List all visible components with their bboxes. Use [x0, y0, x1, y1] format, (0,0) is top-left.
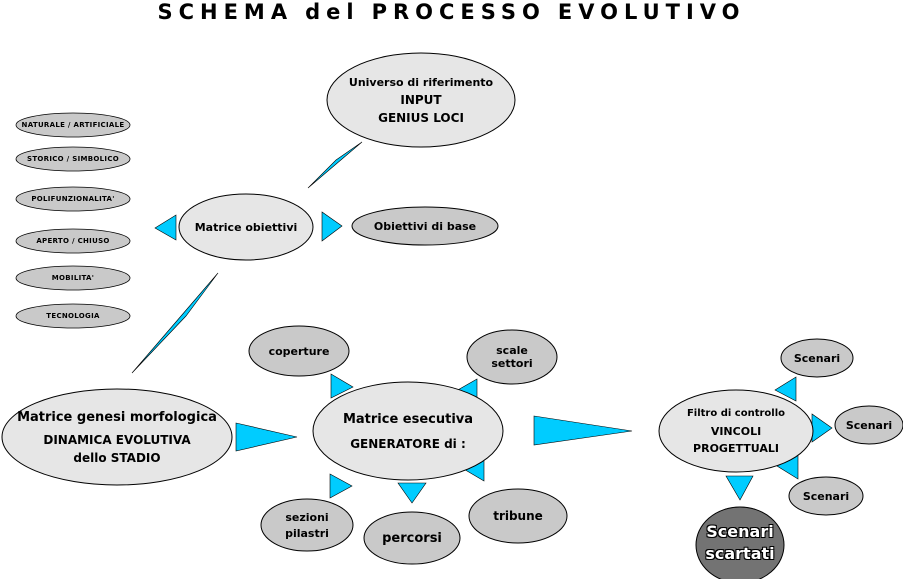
list-oval-3 — [15, 186, 131, 212]
scartati-label: Scenari scartati — [705, 522, 775, 563]
list-label-storico: STORICO / SIMBOLICO — [26, 155, 120, 163]
list-oval-5 — [15, 265, 131, 291]
scartati-oval — [695, 506, 785, 579]
coperture-label: coperture — [268, 344, 330, 358]
arrow-to-coperture — [330, 373, 354, 399]
tribune-oval — [468, 488, 568, 544]
esecutiva-label: Matrice esecutiva GENERATORE di : — [342, 411, 474, 451]
list-oval-2 — [15, 146, 131, 172]
filtro-label: Filtro di controllo VINCOLI PROGETTUALI — [686, 407, 786, 455]
arrow-obiettivi-to-genesi — [131, 272, 219, 374]
scenari-label-3: Scenari — [802, 489, 850, 503]
list-oval-4 — [15, 228, 131, 254]
list-oval-1 — [15, 112, 131, 138]
obiettivi-base-oval — [351, 206, 499, 246]
list-label-aperto: APERTO / CHIUSO — [36, 237, 110, 245]
scenari-label-1: Scenari — [793, 351, 841, 365]
scenari-oval-1 — [780, 338, 854, 378]
arrow-to-scenari-2 — [811, 413, 833, 443]
arrow-input-to-obiettivi — [307, 141, 363, 189]
arrow-genesi-to-esecutiva — [235, 422, 298, 452]
list-oval-6 — [15, 303, 131, 329]
arrow-left-small — [154, 214, 177, 241]
scenari-label-2: Scenari — [845, 418, 893, 432]
percorsi-label: percorsi — [382, 530, 442, 546]
genesi-oval — [1, 388, 233, 486]
universo-oval — [326, 52, 516, 148]
genesi-label: Matrice genesi morfologica DINAMICA EVOL… — [17, 409, 217, 465]
scenari-oval-2 — [834, 405, 903, 445]
percorsi-oval — [363, 511, 461, 565]
list-label-tecnologia: TECNOLOGIA — [46, 312, 100, 320]
sezioni-oval — [260, 498, 354, 552]
arrow-esecutiva-to-filtro — [533, 415, 633, 446]
obiettivi-base-label: Obiettivi di base — [373, 219, 477, 233]
arrow-to-percorsi — [397, 482, 427, 504]
scale-oval — [466, 329, 558, 385]
list-label-naturale: NATURALE / ARTIFICIALE — [21, 121, 125, 129]
esecutiva-oval — [312, 381, 504, 481]
arrow-right-small — [321, 211, 343, 242]
arrow-to-sezioni — [329, 473, 353, 499]
coperture-oval — [248, 325, 350, 377]
universo-label: Universo di riferimento INPUT GENIUS LOC… — [348, 75, 494, 125]
arrow-to-scenari-1 — [774, 376, 797, 402]
scenari-oval-3 — [788, 476, 864, 516]
list-label-mobilita: MOBILITA' — [51, 274, 95, 282]
filtro-oval — [658, 389, 814, 473]
tribune-label: tribune — [493, 509, 543, 523]
matrice-obiettivi-oval — [178, 193, 314, 261]
matrice-obiettivi-label: Matrice obiettivi — [194, 220, 298, 234]
list-label-polifunzionalita: POLIFUNZIONALITA' — [31, 195, 115, 203]
arrow-to-scartati — [725, 475, 754, 501]
